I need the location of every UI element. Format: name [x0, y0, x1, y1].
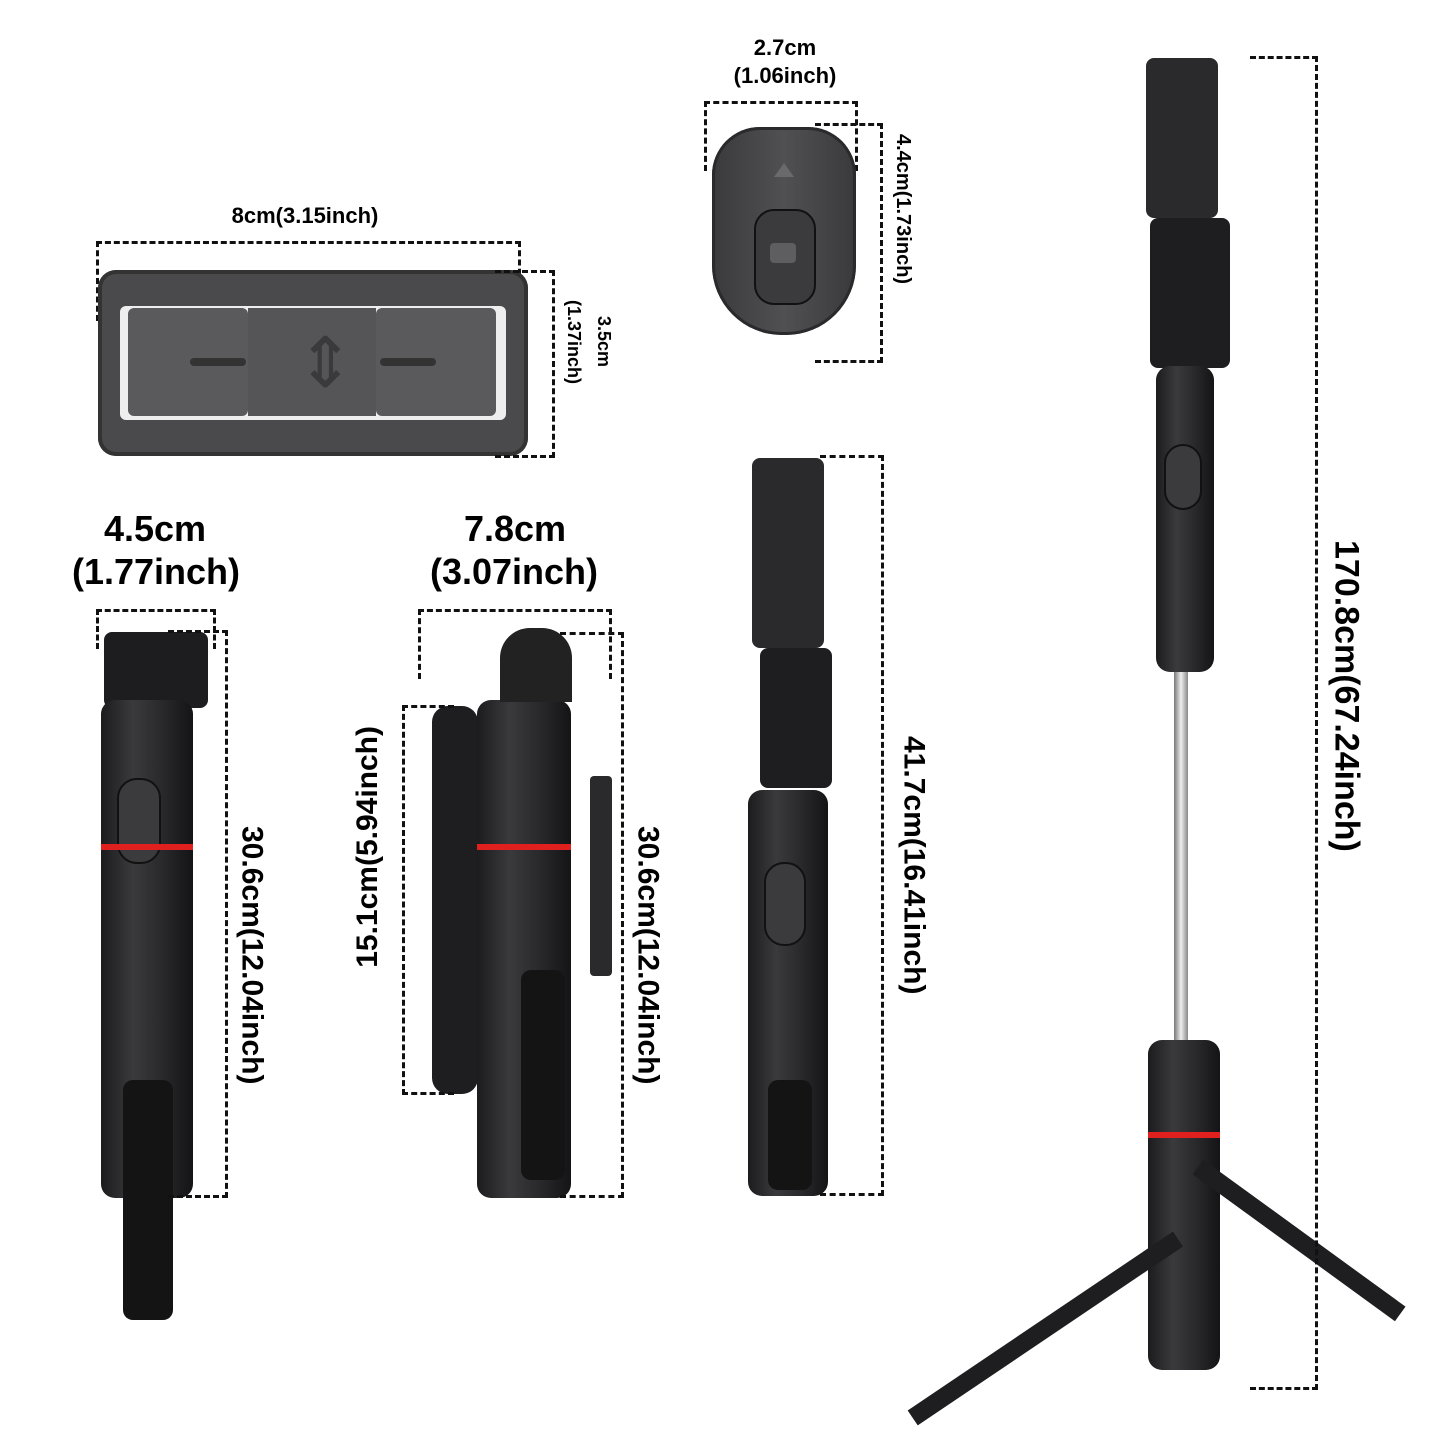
folded-width-guide — [96, 609, 216, 649]
tripod-handle — [1156, 366, 1214, 672]
grip-panel-side — [521, 970, 565, 1180]
selfie-length-guide — [820, 455, 884, 1196]
pivot-mount — [760, 648, 832, 788]
folded-length-guide-left — [168, 630, 228, 1198]
telescopic-pole — [1174, 672, 1188, 1044]
red-ring-side — [477, 844, 571, 850]
remote-clip — [590, 776, 612, 976]
tripod-base — [1148, 1040, 1220, 1370]
shutter-button-front — [117, 778, 161, 864]
clamp-height-guide — [495, 270, 555, 458]
grip-panel-mid — [768, 1080, 812, 1190]
folded-selfie-stick-side — [477, 700, 571, 1198]
clamp-height-label-in: (1.37inch) — [563, 300, 584, 385]
shutter-button — [754, 209, 816, 305]
remote-height-label: 4.4cm(1.73inch) — [892, 134, 914, 285]
remote-width-label-in: (1.06inch) — [733, 63, 837, 88]
folded-length-guide-side — [560, 632, 624, 1198]
clamp-height-label-cm: 3.5cm — [593, 316, 614, 368]
clamp-top — [1146, 58, 1218, 218]
side-width-label-in: (3.07inch) — [429, 551, 599, 592]
clamp-mounted — [752, 458, 824, 648]
red-ring — [101, 844, 193, 850]
phone-clamp: ⇕ — [98, 270, 528, 456]
remote-height-guide — [815, 123, 883, 363]
leg-length-guide — [402, 705, 454, 1095]
clamp-width-label: 8cm(3.15inch) — [231, 203, 379, 228]
camera-icon — [770, 243, 796, 263]
red-ring-tripod — [1148, 1132, 1220, 1138]
folded-width-label-cm: 4.5cm — [103, 508, 207, 549]
grip-panel — [123, 1080, 173, 1320]
mount-head — [104, 632, 208, 708]
remote-width-label-cm: 2.7cm — [753, 35, 817, 60]
folded-width-label-in: (1.77inch) — [71, 551, 241, 592]
tripod-leg — [432, 706, 478, 1094]
pivot-mount-top — [1150, 218, 1230, 368]
stick-top-arm — [500, 628, 572, 702]
shutter-button-tripod — [1164, 444, 1202, 510]
shutter-button-mid — [764, 862, 806, 946]
selfie-stick-extended-clamp — [748, 790, 828, 1196]
triangle-up-icon — [774, 163, 794, 177]
selfie-length-label: 41.7cm(16.41inch) — [897, 736, 931, 995]
folded-selfie-stick-front — [101, 700, 193, 1320]
tripod-leg-left — [907, 1231, 1184, 1426]
leg-length-label: 15.1cm(5.94inch) — [351, 726, 384, 968]
side-width-guide — [418, 609, 612, 679]
tripod-height-label: 170.8cm(67.24inch) — [1327, 540, 1366, 852]
tripod-height-guide — [1250, 56, 1318, 1390]
folded-length-label-left: 30.6cm(12.04inch) — [235, 826, 269, 1085]
arrow-updown-icon: ⇕ — [296, 322, 355, 404]
folded-length-label-side: 30.6cm(12.04inch) — [631, 826, 665, 1085]
side-width-label-cm: 7.8cm — [463, 508, 567, 549]
bluetooth-remote — [712, 127, 856, 335]
remote-width-guide — [704, 101, 858, 171]
